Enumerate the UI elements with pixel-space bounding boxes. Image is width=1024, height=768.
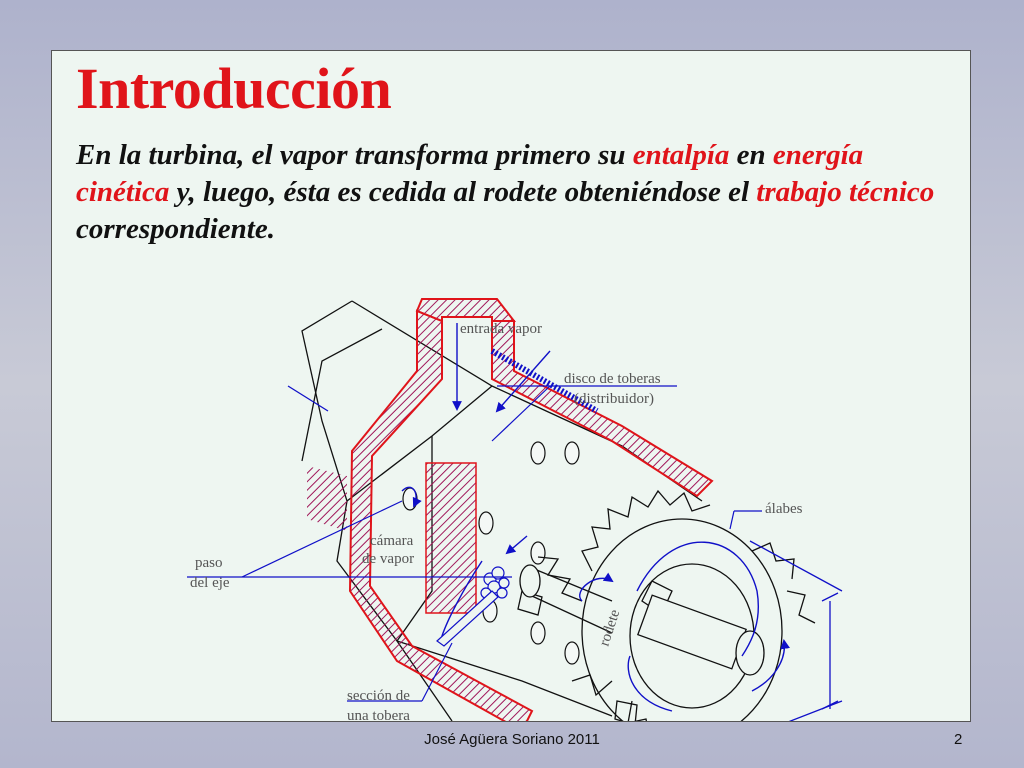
slide-content: Introducción En la turbina, el vapor tra… — [51, 50, 971, 722]
flow-arrows — [401, 323, 791, 712]
label-camara: cámara — [370, 533, 414, 549]
highlight-entalpia: entalpía — [632, 139, 730, 171]
rotor-wheel — [517, 489, 816, 721]
label-de-vapor: de vapor — [362, 551, 414, 567]
slide-title: Introducción — [76, 56, 392, 121]
turbine-diagram: entrada vapor disco de toberas (distribu… — [187, 298, 843, 721]
body-text-part-3: y, luego, ésta es cedida al rodete obten… — [169, 176, 757, 208]
label-paso: paso — [195, 555, 223, 571]
body-text-part-4: correspondiente. — [76, 213, 275, 245]
label-una-tobera: una tobera — [347, 708, 410, 721]
highlight-energia-cinetica: energía cinética — [76, 139, 864, 208]
highlight-trabajo-tecnico: trabajo técnico — [756, 176, 935, 208]
label-distribuidor: (distribuidor) — [574, 391, 654, 407]
footer-page-number: 2 — [954, 731, 963, 748]
slide-body-text: En la turbina, el vapor transforma prime… — [76, 137, 956, 248]
steam-jet — [436, 566, 510, 647]
label-seccion-de: sección de — [347, 688, 410, 704]
label-entrada-vapor: entrada vapor — [460, 321, 542, 337]
label-alabes: álabes — [765, 501, 803, 517]
dimension-marks — [287, 385, 843, 721]
body-text-part-2: en — [729, 139, 773, 171]
steam-inlet-and-casing-section — [307, 298, 714, 721]
footer-author: José Agüera Soriano 2011 — [424, 731, 600, 748]
label-disco-de-toberas: disco de toberas — [564, 371, 661, 387]
body-text-part-1: En la turbina, el vapor transforma prime… — [76, 139, 633, 171]
label-del-eje: del eje — [190, 575, 230, 591]
label-leader-lines — [187, 385, 762, 702]
